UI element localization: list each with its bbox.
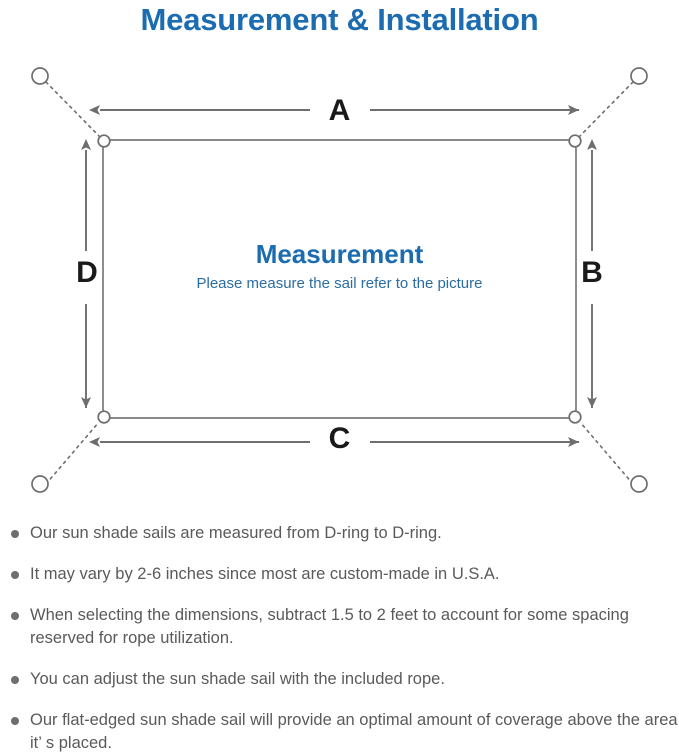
- list-item: Our flat-edged sun shade sail will provi…: [0, 709, 679, 755]
- page-title: Measurement & Installation: [140, 2, 539, 37]
- bullet-icon: [11, 717, 19, 725]
- d-ring-top-right: [568, 134, 582, 148]
- list-item-text: It may vary by 2-6 inches since most are…: [30, 565, 500, 583]
- list-item-text: You can adjust the sun shade sail with t…: [30, 670, 445, 688]
- bullet-icon: [11, 530, 19, 538]
- list-item: When selecting the dimensions, subtract …: [0, 604, 679, 650]
- d-ring-bottom-left: [97, 410, 111, 424]
- anchor-rings: [31, 67, 648, 493]
- rope-bottom-left: [45, 421, 100, 485]
- anchor-ring-bottom-right: [630, 475, 648, 493]
- sail-diagram-svg: [31, 67, 648, 493]
- dimension-label-b: B: [581, 256, 603, 289]
- corner-d-rings: [97, 134, 582, 424]
- sail-body: [102, 139, 577, 419]
- bullet-icon: [11, 676, 19, 684]
- rope-top-right: [579, 81, 634, 137]
- list-item-text: Our flat-edged sun shade sail will provi…: [30, 711, 678, 752]
- list-item: It may vary by 2-6 inches since most are…: [0, 563, 679, 586]
- rope-bottom-right: [579, 421, 634, 485]
- dimension-label-d: D: [76, 256, 98, 289]
- rope-lines: [45, 81, 634, 485]
- list-item-text: When selecting the dimensions, subtract …: [30, 606, 629, 647]
- list-item: You can adjust the sun shade sail with t…: [0, 668, 679, 691]
- bullet-icon: [11, 612, 19, 620]
- notes-list: Our sun shade sails are measured from D-…: [0, 522, 679, 755]
- list-item: Our sun shade sails are measured from D-…: [0, 522, 679, 545]
- dimension-label-a: A: [328, 94, 351, 127]
- bullet-icon: [11, 571, 19, 579]
- anchor-ring-top-right: [630, 67, 648, 85]
- d-ring-top-left: [97, 134, 111, 148]
- d-ring-bottom-right: [568, 410, 582, 424]
- sail-diagram: A B C D Measurement Please measure the s…: [0, 46, 679, 514]
- anchor-ring-bottom-left: [31, 475, 49, 493]
- rope-top-left: [45, 81, 100, 137]
- anchor-ring-top-left: [31, 67, 49, 85]
- list-item-text: Our sun shade sails are measured from D-…: [30, 524, 442, 542]
- dimension-label-c: C: [328, 422, 351, 455]
